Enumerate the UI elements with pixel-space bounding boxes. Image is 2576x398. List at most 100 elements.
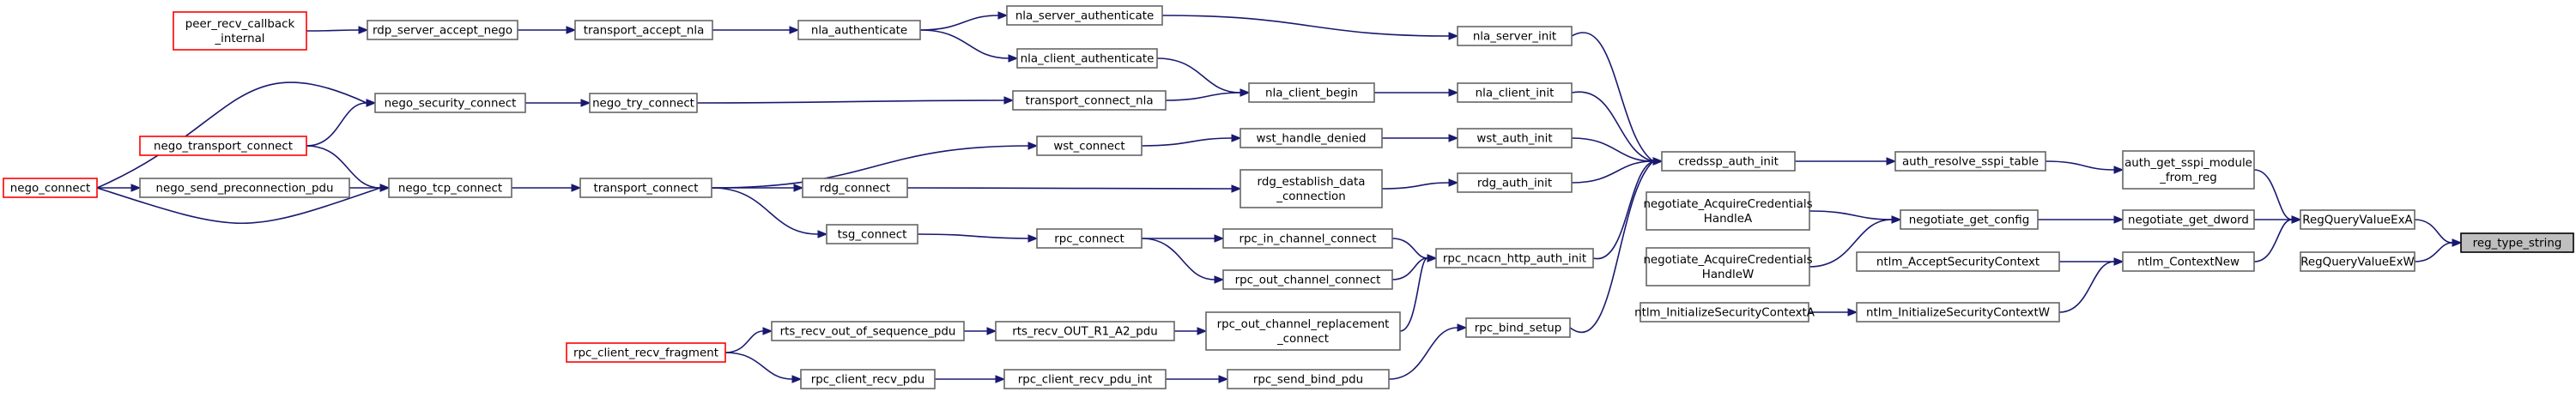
node-peer-recv-callback-internal[interactable]: peer_recv_callback_internal [173,11,307,51]
node-nego-connect[interactable]: nego_connect [3,178,98,198]
edge-nego-security-connect-to-nego-try-connect [525,99,591,107]
node-nla-server-authenticate[interactable]: nla_server_authenticate [1006,5,1163,26]
node-label: ntlm_InitializeSecurityContextA [1634,307,1815,320]
node-regqueryvalueexw[interactable]: RegQueryValueExW [2300,251,2415,272]
node-transport-connect[interactable]: transport_connect [579,178,712,198]
node-nego-security-connect[interactable]: nego_security_connect [374,93,526,113]
node-rts-recv-out-of-sequence-pdu[interactable]: rts_recv_out_of_sequence_pdu [771,321,965,341]
edge-ntlm-initializesecuritycontextw-to-ntlm-contextnew [2058,257,2124,313]
node-rts-recv-out-r1-a2-pdu[interactable]: rts_recv_OUT_R1_A2_pdu [995,321,1175,341]
node-box [579,178,712,198]
edge-line [724,352,793,380]
node-label: ntlm_ContextNew [2137,256,2240,269]
node-auth-get-sspi-module-from-reg[interactable]: auth_get_sspi_module_from_reg [2122,150,2255,190]
node-ntlm-acceptsecuritycontext[interactable]: ntlm_AcceptSecurityContext [1856,251,2060,272]
edge-transport-accept-nla-to-nla-authenticate [712,26,800,34]
node-nla-client-authenticate[interactable]: nla_client_authenticate [1016,48,1158,69]
edge-rpc-connect-to-rpc-out-channel-connect [1141,238,1225,284]
node-rpc-bind-setup[interactable]: rpc_bind_setup [1465,317,1571,338]
arrow-head-icon [2113,166,2124,174]
arrow-head-icon [1027,234,1039,243]
node-box [1003,369,1167,389]
node-box [826,224,918,244]
edge-nego-try-connect-to-transport-connect-nla [696,96,1015,105]
node-rpc-client-recv-pdu-int[interactable]: rpc_client_recv_pdu_int [1003,369,1167,389]
edge-line [1165,92,1241,101]
edge-line [711,187,819,235]
node-rpc-client-recv-pdu[interactable]: rpc_client_recv_pdu [800,369,936,389]
arrow-head-icon [1448,134,1459,142]
node-label: reg_type_string [2473,238,2562,250]
node-label: transport_accept_nla [584,25,705,38]
node-negotiate-get-config[interactable]: negotiate_get_config [1900,209,2039,230]
node-box [1457,26,1573,46]
node-label: rpc_out_channel_replacement [1217,318,1390,331]
node-ntlm-contextnew[interactable]: ntlm_ContextNew [2122,251,2255,272]
node-nego-send-preconnection-pdu[interactable]: nego_send_preconnection_pdu [139,178,350,198]
node-rpc-out-channel-replacement-connect[interactable]: rpc_out_channel_replacement_connect [1205,311,1401,351]
node-nego-tcp-connect[interactable]: nego_tcp_connect [388,178,512,198]
node-label: rpc_in_channel_connect [1239,233,1376,246]
node-rdg-auth-init[interactable]: rdg_auth_init [1457,172,1573,193]
node-regqueryvalueexa[interactable]: RegQueryValueExA [2300,209,2415,230]
edge-negotiate-acquirecredentialshandlea-to-negotiate-get-config [1809,210,1902,224]
node-box [802,178,908,198]
edge-line [306,102,367,147]
edge-rdg-auth-init-to-credssp-auth-init [1571,157,1664,184]
arrow-head-icon [1457,323,1468,332]
arrow-head-icon [1231,184,1242,193]
node-rpc-connect[interactable]: rpc_connect [1036,228,1143,249]
node-nla-client-begin[interactable]: nla_client_begin [1248,82,1375,103]
node-reg-type-string[interactable]: reg_type_string [2460,232,2574,253]
node-box [3,178,98,198]
edge-line [1809,219,1893,268]
node-label: HandleW [1702,268,1754,281]
node-label: nla_server_authenticate [1015,10,1154,23]
node-ntlm-initializesecuritycontextw[interactable]: ntlm_InitializeSecurityContextW [1856,302,2060,323]
node-box [1240,128,1383,148]
node-ntlm-initializesecuritycontexta[interactable]: ntlm_InitializeSecurityContextA [1634,302,1815,323]
node-transport-accept-nla[interactable]: transport_accept_nla [574,20,713,40]
node-credssp-auth-init[interactable]: credssp_auth_init [1661,151,1796,172]
node-auth-resolve-sspi-table[interactable]: auth_resolve_sspi_table [1894,151,2046,172]
node-rdp-server-accept-nego[interactable]: rdp_server_accept_nego [367,20,518,40]
node-transport-connect-nla[interactable]: transport_connect_nla [1012,90,1167,111]
edge-line [2045,160,2115,171]
node-wst-connect[interactable]: wst_connect [1036,136,1143,156]
node-rpc-out-channel-connect[interactable]: rpc_out_channel_connect [1222,269,1393,290]
node-label: nego_try_connect [592,98,694,111]
node-rpc-in-channel-connect[interactable]: rpc_in_channel_connect [1222,228,1393,249]
edge-line [919,15,999,31]
arrow-head-icon [1197,327,1208,335]
node-label: transport_connect [594,183,699,196]
node-rpc-client-recv-fragment[interactable]: rpc_client_recv_fragment [566,342,726,363]
node-nla-client-init[interactable]: nla_client_init [1457,82,1573,103]
node-box [1661,151,1796,172]
node-nla-authenticate[interactable]: nla_authenticate [797,20,921,40]
edge-rpc-out-channel-replacement-connect-to-rpc-ncacn-http-auth-init [1399,254,1438,332]
edge-rdg-establish-data-connection-to-rdg-auth-init [1381,178,1459,190]
arrow-head-icon [1427,254,1438,262]
node-negotiate-get-dword[interactable]: negotiate_get_dword [2122,209,2255,230]
node-box [566,342,726,363]
node-nego-transport-connect[interactable]: nego_transport_connect [139,136,307,156]
node-rdg-establish-data-connection[interactable]: rdg_establish_data_connection [1240,169,1383,208]
node-tsg-connect[interactable]: tsg_connect [826,224,918,244]
edge-nego-connect-to-nego-send-preconnection-pdu [96,184,142,192]
node-wst-handle-denied[interactable]: wst_handle_denied [1240,128,1383,148]
edge-credssp-auth-init-to-auth-resolve-sspi-table [1795,157,1897,166]
node-wst-auth-init[interactable]: wst_auth_init [1457,128,1573,148]
edge-nego-connect-to-nego-security-connect [96,81,377,189]
node-nego-try-connect[interactable]: nego_try_connect [589,93,698,113]
node-nla-server-init[interactable]: nla_server_init [1457,26,1573,46]
node-rdg-connect[interactable]: rdg_connect [802,178,908,198]
node-rpc-send-bind-pdu[interactable]: rpc_send_bind_pdu [1227,369,1390,389]
node-label: rpc_out_channel_connect [1235,274,1381,287]
node-box [1240,169,1383,208]
node-rpc-ncacn-http-auth-init[interactable]: rpc_ncacn_http_auth_init [1435,248,1594,268]
node-label: nego_security_connect [385,98,517,111]
node-label: _connection [1276,190,1345,203]
